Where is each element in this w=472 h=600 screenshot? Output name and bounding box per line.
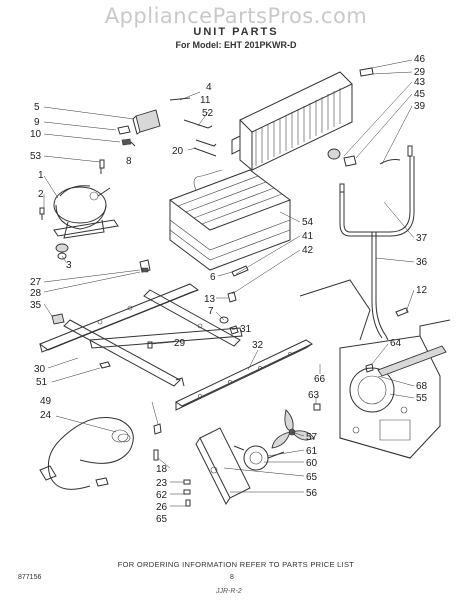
callout-11: 11 — [200, 95, 211, 106]
signature: JJR-R-2 — [216, 588, 242, 595]
callout-61: 61 — [306, 446, 318, 457]
washer-part — [313, 403, 321, 411]
motor-bracket-part — [195, 427, 251, 505]
callout-31: 31 — [240, 324, 252, 335]
callout-55: 55 — [416, 393, 428, 404]
callout-29b: 29 — [414, 67, 426, 78]
screw-set-part — [219, 291, 239, 335]
grommet-part — [39, 207, 45, 220]
callout-46: 46 — [414, 54, 426, 65]
callout-43: 43 — [414, 77, 426, 88]
callout-2: 2 — [38, 189, 44, 200]
terminal-part — [153, 423, 191, 507]
relay-cover-part — [132, 109, 161, 135]
diagram-title: UNIT PARTS — [193, 26, 279, 38]
callout-63: 63 — [308, 390, 320, 401]
callout-62: 62 — [156, 490, 168, 501]
callout-32: 32 — [252, 340, 264, 351]
callout-26: 26 — [156, 502, 168, 513]
callout-28: 28 — [30, 288, 42, 299]
callout-49: 49 — [40, 396, 52, 407]
screw-part-64 — [365, 363, 374, 373]
compressor-part — [53, 185, 119, 239]
callout-54: 54 — [302, 217, 314, 228]
figure-code: 877156 — [18, 574, 42, 581]
callout-39: 39 — [414, 101, 426, 112]
relay-clip-part — [117, 125, 136, 147]
callout-27: 27 — [30, 277, 42, 288]
screw-part — [99, 159, 105, 174]
callout-68: 68 — [416, 381, 428, 392]
callout-24: 24 — [40, 410, 52, 421]
callout-56: 56 — [306, 488, 318, 499]
callout-57: 57 — [306, 432, 318, 443]
callout-8: 8 — [126, 156, 132, 167]
evaporator-part — [168, 169, 292, 271]
base-screw-part — [99, 341, 153, 369]
callout-3: 3 — [66, 260, 72, 271]
defrost-heater-part — [169, 97, 217, 157]
callout-65a: 65 — [156, 514, 168, 525]
ordering-footer: FOR ORDERING INFORMATION REFER TO PARTS … — [117, 560, 355, 569]
bracket-clip-part — [51, 313, 65, 325]
callout-41: 41 — [302, 231, 314, 242]
callout-9: 9 — [34, 117, 40, 128]
clip-part — [139, 259, 151, 273]
callout-6: 6 — [210, 272, 216, 283]
callout-30: 30 — [34, 364, 46, 375]
callout-52: 52 — [202, 108, 214, 119]
watermark: AppliancePartsPros.com — [104, 4, 368, 28]
discharge-line-part — [299, 231, 389, 341]
callout-35: 35 — [30, 300, 42, 311]
fan-motor-part — [233, 445, 285, 471]
drain-tube-part — [231, 265, 249, 277]
callout-12: 12 — [416, 285, 428, 296]
fan-shroud-part — [339, 319, 451, 459]
callout-23: 23 — [156, 478, 168, 489]
callout-1: 1 — [38, 170, 44, 181]
callout-13: 13 — [204, 294, 216, 305]
callout-29a: 29 — [174, 338, 186, 349]
callout-5: 5 — [34, 102, 40, 113]
callout-53: 53 — [30, 151, 42, 162]
fitting-part — [327, 67, 374, 167]
callout-10: 10 — [30, 129, 42, 140]
wire-harness-part — [39, 417, 134, 490]
suction-line-part — [339, 156, 415, 237]
callout-36: 36 — [416, 257, 428, 268]
base-frame-part — [38, 283, 243, 387]
callout-18: 18 — [156, 464, 168, 475]
mount-foot-part — [55, 243, 69, 260]
model-line: For Model: EHT 201PKWR-D — [175, 40, 297, 50]
callout-45: 45 — [414, 89, 426, 100]
callout-64: 64 — [390, 338, 402, 349]
callout-20: 20 — [172, 146, 184, 157]
callout-51: 51 — [36, 377, 48, 388]
leader-lines — [43, 59, 415, 507]
tube-clip-part — [395, 307, 409, 317]
page-number: 8 — [230, 574, 234, 581]
callout-labels: 5 9 10 8 53 1 2 3 27 28 35 30 51 29 4 11… — [30, 54, 428, 525]
callout-60: 60 — [306, 458, 318, 469]
support-rail-part — [174, 339, 314, 411]
callout-37: 37 — [416, 233, 428, 244]
callout-42: 42 — [302, 245, 314, 256]
callout-65b: 65 — [306, 472, 318, 483]
condenser-part — [231, 71, 353, 171]
capillary-tube-part — [379, 145, 413, 165]
callout-4: 4 — [206, 82, 212, 93]
shroud-bracket-part — [377, 345, 447, 377]
callout-7: 7 — [208, 306, 214, 317]
callout-66: 66 — [314, 374, 326, 385]
